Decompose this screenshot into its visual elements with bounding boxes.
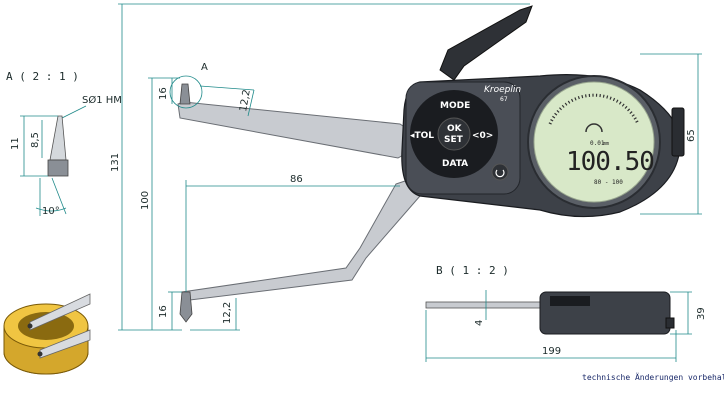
- detail-b-title: B ( 1 : 2 ): [436, 264, 509, 277]
- dim-jaw-length: 100: [140, 191, 151, 210]
- detail-a-tip-cone: [49, 115, 67, 161]
- detail-a-title: A ( 2 : 1 ): [6, 70, 79, 83]
- caliper-main: Kroeplin 67 OK SET MODE DATA ◂TOL <0> 0.…: [177, 5, 685, 323]
- power-icon: [495, 169, 505, 178]
- dim-overall-height: 131: [110, 153, 121, 172]
- side-jaw: [425, 301, 541, 309]
- power-key[interactable]: [491, 163, 509, 181]
- detail-a-marker: A: [201, 62, 208, 73]
- detail-a-angle-arc: [35, 207, 67, 212]
- lcd-range: 80 - 100: [594, 179, 623, 186]
- dim-side-height: 39: [696, 307, 707, 320]
- lcd-reading: 100.50: [566, 147, 654, 177]
- side-button: [665, 317, 675, 329]
- lower-tip: [179, 291, 193, 323]
- detail-b: B ( 1 : 2 ) 199 39 4: [425, 264, 707, 362]
- detail-a-tip-diameter: SØ1 HM: [82, 94, 122, 106]
- zero-key[interactable]: <0>: [472, 131, 493, 141]
- dim-tip-depth-bottom: 12,2: [222, 302, 233, 324]
- dim-tip-height-top: 16: [158, 87, 169, 100]
- model-badge: 67: [500, 96, 508, 103]
- dim-tip-depth-top: 12,2: [238, 89, 253, 113]
- main-dimensions: 131 100 16 12,2 86 16 12,2 65: [110, 3, 702, 331]
- dim-reach: 86: [290, 174, 303, 185]
- release-lever: [439, 5, 533, 81]
- lcd-unit: mm: [603, 141, 609, 147]
- housing-side-button: [671, 107, 685, 157]
- detail-a-angle: 10°: [42, 206, 60, 217]
- detail-a-tip-base: [47, 159, 69, 177]
- upper-jaw: [177, 101, 413, 159]
- detail-a-marker-circle: [169, 75, 203, 109]
- key-set: SET: [444, 135, 464, 145]
- detail-a: A ( 2 : 1 ) SØ1 HM 11 8,5 10°: [6, 70, 122, 217]
- detail-a-angle-ext2: [51, 177, 67, 215]
- detail-a-leader: [61, 105, 87, 119]
- detail-a-height-cone: 8,5: [30, 132, 41, 148]
- footer-note: technische Änderungen vorbehalten: [582, 372, 724, 382]
- side-lever: [550, 296, 590, 306]
- analog-scale: [548, 93, 640, 125]
- mode-key[interactable]: MODE: [440, 101, 470, 111]
- tol-key[interactable]: ◂TOL: [410, 131, 434, 141]
- tolerance-icon: [585, 123, 603, 133]
- dim-tip-height-bottom: 16: [158, 305, 169, 318]
- lower-jaw: [180, 177, 421, 301]
- key-ok: OK: [447, 124, 463, 134]
- lcd-display: [533, 81, 655, 203]
- brand-label: Kroeplin: [484, 85, 521, 95]
- ring-gauge-illustration: [3, 293, 91, 375]
- dim-side-thickness: 4: [474, 320, 485, 326]
- dim-housing-height: 65: [686, 129, 697, 142]
- dim-side-length: 199: [542, 346, 561, 357]
- lcd-resolution: 0.01: [590, 140, 605, 147]
- detail-a-height-total: 11: [10, 137, 21, 150]
- upper-tip: [179, 83, 191, 105]
- data-key[interactable]: DATA: [442, 159, 468, 169]
- ok-set-key[interactable]: [437, 117, 471, 151]
